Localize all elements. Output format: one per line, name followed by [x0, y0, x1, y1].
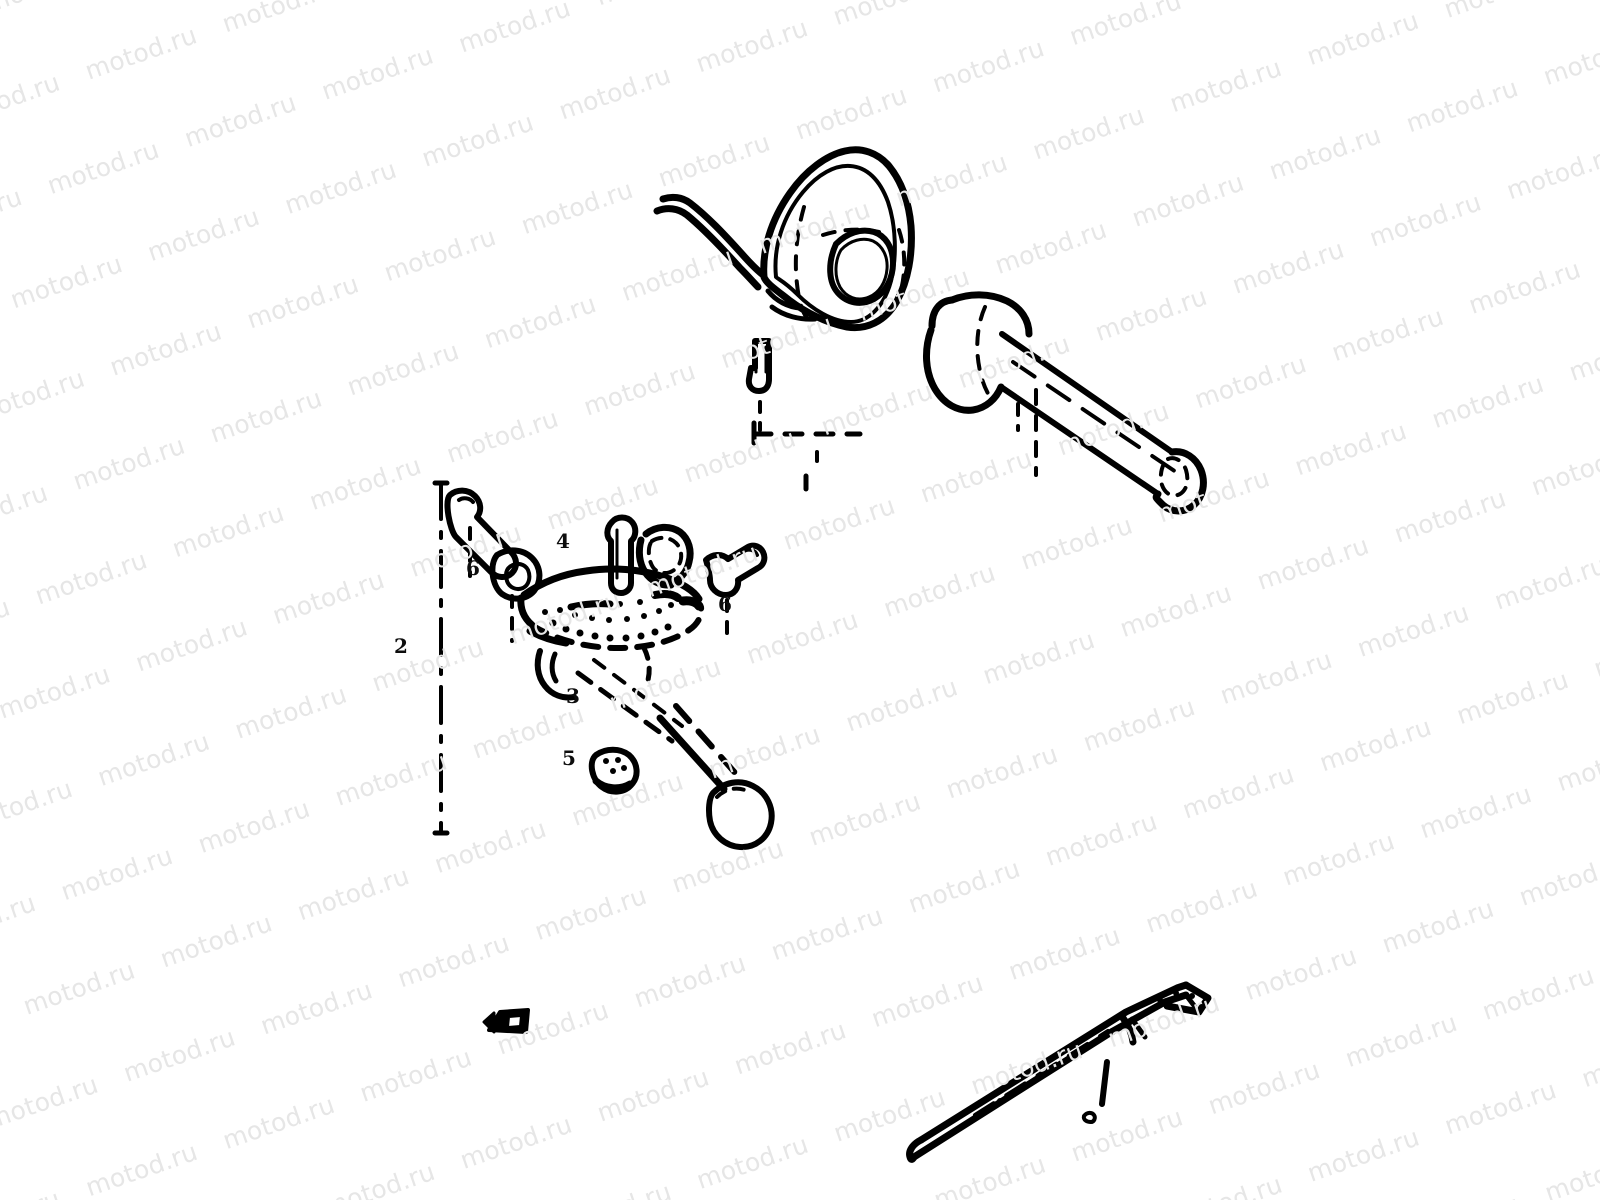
- mounting-screw-part: [745, 338, 863, 492]
- callout-2: 2: [394, 634, 408, 658]
- callout-5: 5: [562, 746, 576, 770]
- callout-6-right: 6: [718, 592, 732, 616]
- callout-6-left: 6: [466, 556, 480, 580]
- small-bracket-clip-part: [482, 1008, 530, 1034]
- master-cylinder-part: [653, 146, 915, 332]
- lever-holder-assembly-part: [432, 480, 775, 851]
- callout-3: 3: [566, 684, 580, 708]
- callout-4: 4: [556, 529, 570, 553]
- handlebar-pipe-part: [906, 981, 1212, 1163]
- handlebar-grip-part: [923, 291, 1207, 515]
